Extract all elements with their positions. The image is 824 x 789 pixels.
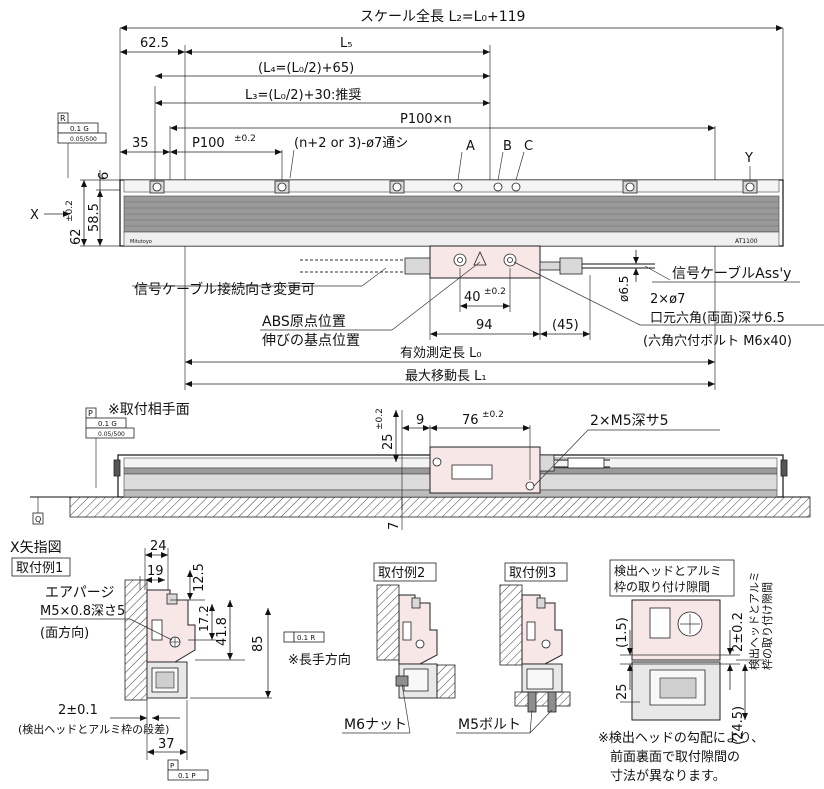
abs-origin-note: ABS原点位置 (262, 314, 346, 330)
dim-2-gap: 2±0.2 (731, 612, 746, 652)
dim-76: 76 (462, 413, 479, 428)
example-1-label: 取付例1 (16, 561, 63, 576)
dim-76-tol: ±0.2 (482, 410, 504, 420)
tol-01r: 0.1 R (297, 634, 315, 642)
tol-flatness: 0.05/500 (70, 136, 97, 143)
dim-p100n: P100×n (400, 112, 452, 127)
holes-label: (n+2 or 3)-ø7通シ (294, 136, 408, 151)
dim-35: 35 (132, 136, 149, 151)
effective-length: 有効測定長 L₀ (400, 346, 482, 361)
face-direction-label: (面方向) (40, 625, 89, 641)
label-y: Y (744, 151, 753, 166)
side-view: ※取付相手面 P 0.1 G 0.05/500 Q (30, 402, 811, 530)
model-label: AT1100 (735, 238, 758, 245)
gap-side-1: 検出ヘッドとアルミ (747, 571, 761, 670)
dim-l3: L₃=(L₀/2)+30:推奨 (245, 88, 361, 103)
dim-25-tol: ±0.2 (375, 408, 385, 430)
dim-p100: P100 (192, 136, 225, 151)
dim-24: 24 (150, 539, 167, 554)
label-c: C (524, 139, 533, 154)
tol-r: R (60, 114, 66, 123)
top-view: スケール全長 L₂=L₀+119 62.5 L₅ (L₄=(L₀/2)+65) … (30, 8, 824, 390)
dim-62: 62 (69, 228, 84, 245)
total-length-label: スケール全長 L₂=L₀+119 (360, 8, 525, 25)
dim-62-tol: ±0.2 (65, 200, 75, 222)
tol-01g: 0.1 G (70, 125, 89, 133)
brand-label: Mitutoyo (130, 239, 152, 245)
m5-depth-label: M5×0.8深さ5 (40, 604, 125, 619)
step-note: (検出ヘッドとアルミ枠の段差) (18, 722, 169, 736)
dim-40-tol: ±0.2 (484, 287, 506, 297)
gap-detail: 検出ヘッドとアルミ 枠の取り付け隙間 (1.5) 25 2±0.2 (24.5)… (598, 559, 774, 784)
dim-2: 2±0.1 (58, 703, 98, 718)
dim-45: (45) (552, 318, 579, 333)
long-direction-label: ※長手方向 (288, 652, 351, 668)
counterbore-label: 口元六角(両面)深サ6.5 (650, 311, 785, 326)
tol-flat-side: 0.05/500 (98, 431, 125, 438)
tol-p-bottom: P (170, 762, 174, 770)
cable-direction-note: 信号ケーブル接続向き変更可 (134, 281, 315, 298)
example-2: 取付例2 M6ナット (342, 562, 456, 734)
label-x: X (30, 208, 39, 223)
gap-title-1: 検出ヘッドとアルミ (614, 564, 722, 578)
dim-85: 85 (251, 635, 266, 652)
x-view-title: X矢指図 (10, 540, 62, 556)
tol-p-side: P (88, 409, 93, 418)
max-travel: 最大移動長 L₁ (405, 369, 487, 384)
label-a: A (466, 139, 475, 154)
dim-p100-tol: ±0.2 (234, 134, 256, 144)
gap-note-3: 寸法が異なります。 (610, 769, 726, 784)
dim-25: 25 (381, 433, 396, 450)
air-purge-label: エアパージ (45, 585, 114, 601)
x-view: X矢指図 取付例1 24 19 12.5 17.2 41.8 85 (10, 539, 351, 781)
label-b: B (503, 139, 512, 154)
example-2-label: 取付例2 (378, 566, 425, 581)
dim-62-5: 62.5 (140, 36, 169, 51)
dim-94: 94 (476, 318, 493, 333)
gap-side-2: 枠の取り付け隙間 (760, 582, 774, 670)
gap-note-1: ※検出ヘッドの勾配により、 (598, 731, 764, 746)
cable-assy-label: 信号ケーブルAss'y (672, 265, 791, 282)
dim-41-8: 41.8 (215, 617, 230, 646)
dim-12-5: 12.5 (192, 563, 207, 592)
tol-01p: 0.1 P (178, 772, 196, 780)
dim-7: 7 (387, 522, 402, 530)
hex-bolt-label: (六角穴付ボルト M6x40) (643, 334, 792, 349)
gap-note-2: 前面裏面で取付隙間の (610, 749, 740, 765)
tol-01g-side: 0.1 G (98, 420, 117, 428)
dim-37: 37 (158, 737, 175, 752)
dim-24-5: (24.5) (731, 706, 746, 745)
dim-40: 40 (464, 290, 481, 305)
gap-title-2: 枠の取り付け隙間 (614, 580, 710, 594)
dim-9: 9 (416, 413, 424, 428)
dim-19: 19 (147, 564, 164, 579)
dim-6-5: ø6.5 (617, 276, 631, 302)
mount-surface-label: ※取付相手面 (108, 402, 190, 418)
holes-2-label: 2×ø7 (650, 292, 685, 307)
m5-bolt-label: M5ボルト (458, 717, 521, 733)
dim-l5: L₅ (340, 36, 352, 51)
dim-58-5: 58.5 (87, 203, 102, 232)
dim-l4: (L₄=(L₀/2)+65) (258, 61, 354, 76)
mounting-holes (149, 180, 758, 194)
example-3-label: 取付例3 (509, 566, 556, 581)
dim-6: 6 (97, 172, 112, 180)
dim-17-2: 17.2 (197, 605, 211, 632)
dim-25-gap: 25 (615, 683, 630, 700)
example-3: 取付例3 M5ボルト (456, 562, 571, 734)
dim-1-5: (1.5) (615, 617, 630, 648)
tol-q: Q (35, 515, 41, 524)
extension-ref-note: 伸びの基点位置 (262, 332, 360, 349)
m5-label: 2×M5深サ5 (590, 413, 669, 429)
m6-nut-label: M6ナット (344, 717, 407, 733)
